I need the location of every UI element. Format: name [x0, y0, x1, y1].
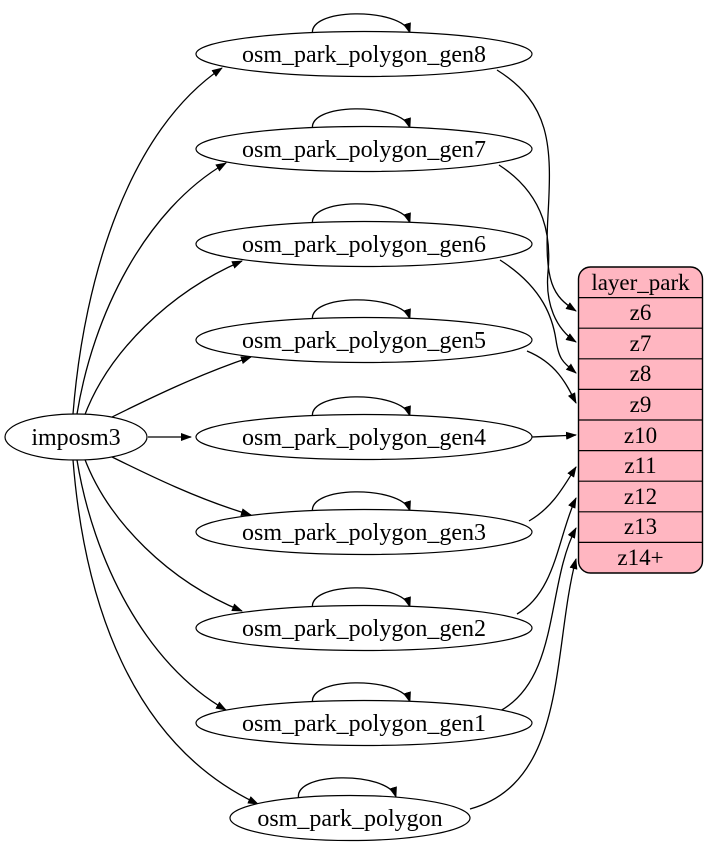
self-loop-gen4: [312, 396, 411, 420]
edge-gen2-to-z12: [516, 497, 577, 615]
self-loop-gen7: [312, 108, 411, 132]
node-osm-park-polygon-gen3: osm_park_polygon_gen3: [195, 508, 533, 556]
edge-imposm3-to-gen1: [76, 459, 227, 711]
imposm3-ellipse: [4, 413, 148, 461]
gen3-label: osm_park_polygon_gen3: [242, 520, 486, 546]
edge-imposm3-to-polygon: [72, 459, 259, 805]
layer-row-z11: z11: [624, 453, 656, 478]
edge-imposm3-to-gen2: [83, 456, 243, 612]
gen6-ellipse: [195, 220, 533, 268]
layer-row-z7: z7: [630, 331, 652, 356]
polygon-ellipse: [229, 794, 471, 842]
edge-gen7-to-z7: [498, 164, 577, 343]
edge-imposm3-to-gen3: [99, 450, 252, 517]
layer-row-z6: z6: [630, 300, 652, 325]
gen4-label: osm_park_polygon_gen4: [242, 425, 486, 451]
self-loop-gen1: [312, 682, 411, 706]
layer-row-z13: z13: [624, 514, 657, 539]
self-loops: [298, 13, 411, 801]
edge-gen4-to-z10: [531, 431, 577, 440]
node-osm-park-polygon-gen8: osm_park_polygon_gen8: [195, 30, 533, 78]
gen1-label: osm_park_polygon_gen1: [242, 711, 486, 737]
self-loop-gen6: [312, 203, 411, 227]
gen7-label: osm_park_polygon_gen7: [242, 137, 486, 163]
self-loop-gen8: [312, 13, 411, 37]
edges-to-layer: [469, 69, 578, 810]
gen7-ellipse: [195, 125, 533, 173]
node-osm-park-polygon-gen1: osm_park_polygon_gen1: [195, 699, 533, 747]
self-loop-gen2: [312, 587, 411, 611]
edge-gen6-to-z8: [499, 259, 577, 374]
layer-park-title: layer_park: [591, 270, 690, 295]
gen8-label: osm_park_polygon_gen8: [242, 42, 486, 68]
node-osm-park-polygon-gen5: osm_park_polygon_gen5: [195, 316, 533, 364]
layer-row-z8: z8: [630, 361, 652, 386]
edge-polygon-to-z14plus: [469, 558, 578, 810]
self-loop-gen5: [312, 299, 411, 323]
edge-gen8-to-z6: [496, 69, 577, 312]
edge-gen5-to-z9: [526, 350, 577, 404]
layer-row-z14plus: z14+: [617, 545, 663, 570]
self-loop-gen3: [312, 491, 411, 515]
self-loop-polygon: [298, 777, 397, 801]
gen2-ellipse: [195, 604, 533, 652]
edge-gen3-to-z11: [528, 466, 577, 522]
gen5-ellipse: [195, 316, 533, 364]
node-osm-park-polygon-gen4: osm_park_polygon_gen4: [195, 413, 533, 461]
gen3-ellipse: [195, 508, 533, 556]
node-osm-park-polygon-gen2: osm_park_polygon_gen2: [195, 604, 533, 652]
gen4-ellipse: [195, 413, 533, 461]
gen1-ellipse: [195, 699, 533, 747]
edge-gen1-to-z13: [499, 527, 577, 712]
edge-imposm3-to-gen8: [72, 67, 223, 415]
layer-park-table: layer_park z6 z7 z8 z9 z10 z11 z12 z13 z…: [577, 266, 704, 574]
gen5-label: osm_park_polygon_gen5: [242, 328, 486, 354]
node-osm-park-polygon: osm_park_polygon: [229, 794, 471, 842]
layer-row-z10: z10: [624, 423, 657, 448]
imposm3-label: imposm3: [31, 425, 120, 451]
gen2-label: osm_park_polygon_gen2: [242, 616, 486, 642]
edges-from-source: [72, 67, 259, 805]
gen8-ellipse: [195, 30, 533, 78]
node-osm-park-polygon-gen7: osm_park_polygon_gen7: [195, 125, 533, 173]
layer-row-z12: z12: [624, 484, 657, 509]
gen6-label: osm_park_polygon_gen6: [242, 232, 486, 258]
polygon-label: osm_park_polygon: [257, 806, 442, 832]
edge-imposm3-to-gen7: [76, 162, 227, 415]
node-osm-park-polygon-gen6: osm_park_polygon_gen6: [195, 220, 533, 268]
edge-imposm3-to-gen6: [83, 260, 243, 418]
layer-row-z9: z9: [630, 392, 652, 417]
edge-imposm3-to-gen5: [99, 356, 252, 424]
node-imposm3: imposm3: [4, 413, 148, 461]
